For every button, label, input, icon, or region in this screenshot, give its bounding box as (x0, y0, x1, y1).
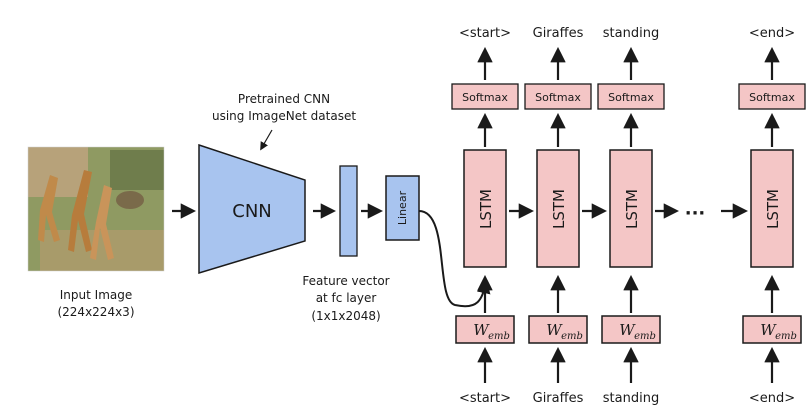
wemb-symbol-4: W (760, 321, 777, 339)
lstm-label-4: LSTM (764, 189, 782, 229)
linear-block (385, 175, 420, 241)
feature-vector-block (339, 165, 358, 257)
output-word-1: <start> (459, 26, 511, 41)
output-word-2: Giraffes (533, 26, 584, 41)
feature-caption-line2: at fc layer (316, 291, 377, 305)
wemb-box-4 (742, 315, 802, 344)
output-word-4: <end> (749, 26, 795, 41)
softmax-label-1: Softmax (462, 91, 508, 104)
softmax-box-1 (451, 83, 519, 110)
output-word-3: standing (603, 26, 659, 41)
input-image-caption-line1: Input Image (60, 288, 132, 302)
feature-caption-line1: Feature vector (302, 274, 389, 288)
arrow-note-to-cnn (260, 129, 273, 151)
input-word-3: standing (603, 391, 659, 406)
cnn-note-line1: Pretrained CNN (238, 92, 330, 106)
cnn-note-line2: using ImageNet dataset (212, 109, 356, 123)
lstm-label-2: LSTM (550, 189, 568, 229)
softmax-label-4: Softmax (749, 91, 795, 104)
wemb-subscript-1: emb (488, 331, 510, 342)
wemb-subscript-4: emb (775, 331, 797, 342)
softmax-label-2: Softmax (535, 91, 581, 104)
input-word-4: <end> (749, 391, 795, 406)
wemb-subscript-2: emb (561, 331, 583, 342)
wemb-box-3 (601, 315, 661, 344)
lstm-label-3: LSTM (623, 189, 641, 229)
softmax-box-4 (738, 83, 806, 110)
cnn-block (198, 143, 306, 275)
input-word-1: <start> (459, 391, 511, 406)
ellipsis-text: ··· (685, 203, 706, 224)
cnn-label: CNN (232, 201, 272, 222)
input-image (27, 146, 165, 272)
linear-label: Linear (396, 190, 409, 225)
arrow-linear-to-first-lstm (418, 210, 491, 308)
lstm-box-4 (750, 149, 794, 268)
softmax-label-3: Softmax (608, 91, 654, 104)
wemb-symbol-1: W (473, 321, 490, 339)
wemb-box-2 (528, 315, 588, 344)
wemb-symbol-2: W (546, 321, 563, 339)
softmax-box-3 (597, 83, 665, 110)
lstm-box-1 (463, 149, 507, 268)
lstm-box-3 (609, 149, 653, 268)
wemb-box-1 (455, 315, 515, 344)
lstm-box-2 (536, 149, 580, 268)
wemb-symbol-3: W (619, 321, 636, 339)
wemb-subscript-3: emb (634, 331, 656, 342)
feature-caption-line3: (1x1x2048) (311, 309, 380, 323)
input-image-caption-line2: (224x224x3) (57, 305, 134, 319)
softmax-box-2 (524, 83, 592, 110)
lstm-label-1: LSTM (477, 189, 495, 229)
input-word-2: Giraffes (533, 391, 584, 406)
